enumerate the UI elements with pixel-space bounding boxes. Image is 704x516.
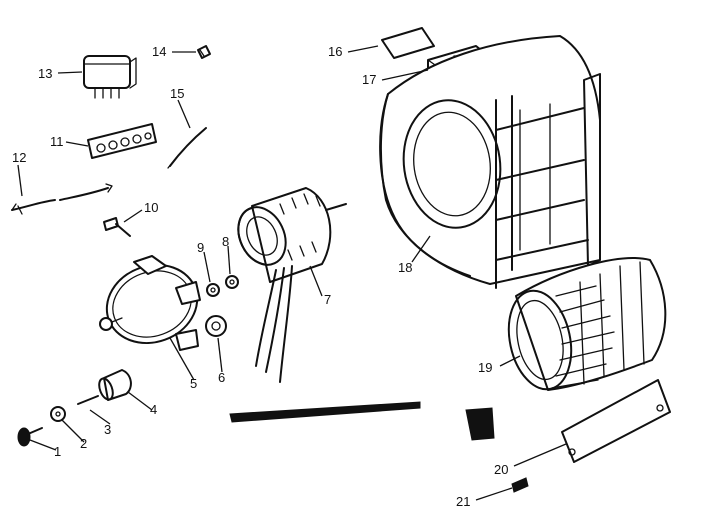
callout-9: 9 [197,240,204,255]
screw-21-part [511,477,529,493]
callout-16: 16 [328,44,342,59]
callout-labels: 1 2 3 4 5 6 7 8 9 10 11 12 13 14 15 16 1… [12,44,508,509]
callout-15: 15 [170,86,184,101]
callout-7: 7 [324,292,331,307]
blower-housing-part [379,35,601,289]
shaft-pin-part [77,395,99,405]
mounting-bolt-part [103,217,131,237]
callout-12: 12 [12,150,26,165]
scan-mark-wedge [229,401,421,423]
scan-mark-block [465,407,495,441]
capacitor-part [83,55,137,99]
nut-8-part [225,275,239,289]
screw-plug-part [197,45,211,59]
callout-11: 11 [50,134,64,149]
wire-harness-part [11,183,113,215]
cover-plate-part [381,27,435,59]
nut-9-part [206,283,220,297]
callout-3: 3 [104,422,111,437]
callout-13: 13 [38,66,52,81]
grommet-6-part [205,315,227,337]
blower-wheel-part [507,257,667,391]
callout-10: 10 [144,200,158,215]
wire-part [167,127,207,169]
cutoff-plate-part [561,379,671,463]
callout-1: 1 [54,444,61,459]
callout-19: 19 [478,360,492,375]
washer-part [50,406,66,422]
callout-6: 6 [218,370,225,385]
callout-14: 14 [152,44,166,59]
callout-4: 4 [150,402,157,417]
callout-21: 21 [456,494,470,509]
callout-8: 8 [222,234,229,249]
callout-2: 2 [80,436,87,451]
callout-17: 17 [362,72,376,87]
cap-screw-part [17,427,43,447]
motor-part [237,187,347,383]
callout-20: 20 [494,462,508,477]
leader-lines [17,45,567,501]
terminal-strip-part [87,123,157,159]
bearing-part [98,369,132,401]
callout-5: 5 [190,376,197,391]
callout-18: 18 [398,260,412,275]
motor-mount-ring-part [99,255,201,351]
